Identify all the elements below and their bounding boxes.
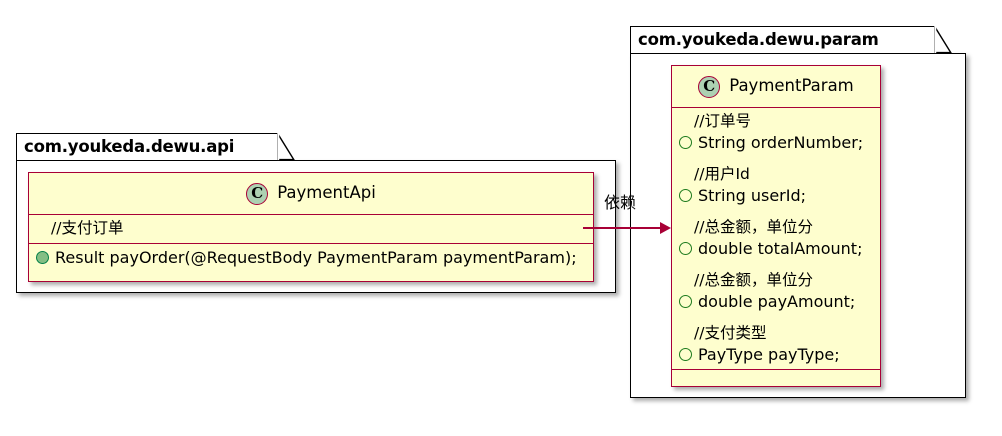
class-payment-param-fields: //订单号 String orderNumber; //用户Id String … [672, 108, 880, 369]
package-param[interactable]: com.youkeda.dewu.param C PaymentParam //… [630, 26, 966, 398]
comment-row: //总金额，单位分 [672, 270, 880, 291]
field-row[interactable]: PayType payType; [672, 344, 880, 365]
class-icon: C [246, 182, 269, 205]
class-payment-api[interactable]: C PaymentApi //支付订单 Result payOrder(@Req… [28, 172, 594, 282]
field-row[interactable]: String userId; [672, 185, 880, 206]
row-spacer [672, 206, 880, 217]
package-visibility-icon [679, 189, 692, 202]
class-payment-param[interactable]: C PaymentParam //订单号 String orderNumber;… [671, 65, 881, 387]
class-payment-param-methods [672, 369, 880, 383]
comment-text: //总金额，单位分 [694, 217, 813, 236]
field-row[interactable]: double totalAmount; [672, 238, 880, 259]
comment-row: //总金额，单位分 [672, 217, 880, 238]
package-api-name: com.youkeda.dewu.api [24, 136, 235, 156]
package-param-tab-corner [934, 26, 952, 54]
package-api-tab: com.youkeda.dewu.api [16, 133, 278, 161]
dependency-arrowhead [660, 222, 671, 234]
comment-row: //支付订单 [29, 218, 593, 239]
package-api-tab-corner [277, 133, 295, 161]
package-visibility-icon [679, 295, 692, 308]
package-visibility-icon [679, 136, 692, 149]
package-param-name: com.youkeda.dewu.param [638, 29, 879, 49]
field-signature: double payAmount; [698, 291, 856, 311]
class-payment-api-comments: //支付订单 [29, 215, 593, 243]
comment-row: //订单号 [672, 111, 880, 132]
field-signature: double totalAmount; [698, 238, 863, 258]
dependency-edge[interactable]: 依赖 [583, 195, 678, 245]
field-row[interactable]: double payAmount; [672, 291, 880, 312]
field-signature: String orderNumber; [698, 132, 864, 152]
comment-text: //订单号 [694, 111, 751, 130]
comment-row: //用户Id [672, 164, 880, 185]
package-param-tab: com.youkeda.dewu.param [630, 26, 935, 54]
method-signature: Result payOrder(@RequestBody PaymentPara… [55, 247, 577, 267]
class-payment-api-name: PaymentApi [277, 183, 376, 203]
field-row[interactable]: String orderNumber; [672, 132, 880, 153]
class-payment-param-header: C PaymentParam [672, 66, 880, 108]
comment-text: //支付类型 [694, 323, 767, 342]
row-spacer [672, 153, 880, 164]
method-row[interactable]: Result payOrder(@RequestBody PaymentPara… [29, 247, 593, 268]
class-icon-letter: C [251, 183, 264, 202]
dependency-line [583, 227, 663, 229]
comment-text: //用户Id [694, 164, 750, 183]
field-signature: String userId; [698, 185, 806, 205]
field-signature: PayType payType; [698, 344, 840, 364]
package-visibility-icon [679, 348, 692, 361]
class-payment-api-methods: Result payOrder(@RequestBody PaymentPara… [29, 243, 593, 272]
package-visibility-icon [679, 242, 692, 255]
row-spacer [672, 312, 880, 323]
comment-text: //总金额，单位分 [694, 270, 813, 289]
dependency-label: 依赖 [604, 193, 637, 212]
class-icon-letter: C [703, 76, 716, 95]
public-visibility-icon [36, 251, 49, 264]
package-api[interactable]: com.youkeda.dewu.api C PaymentApi //支付订单 [16, 133, 616, 293]
comment-row: //支付类型 [672, 323, 880, 344]
class-payment-api-header: C PaymentApi [29, 173, 593, 215]
row-spacer [672, 259, 880, 270]
class-icon: C [698, 75, 721, 98]
class-payment-param-name: PaymentParam [729, 76, 854, 96]
comment-text: //支付订单 [51, 218, 124, 237]
